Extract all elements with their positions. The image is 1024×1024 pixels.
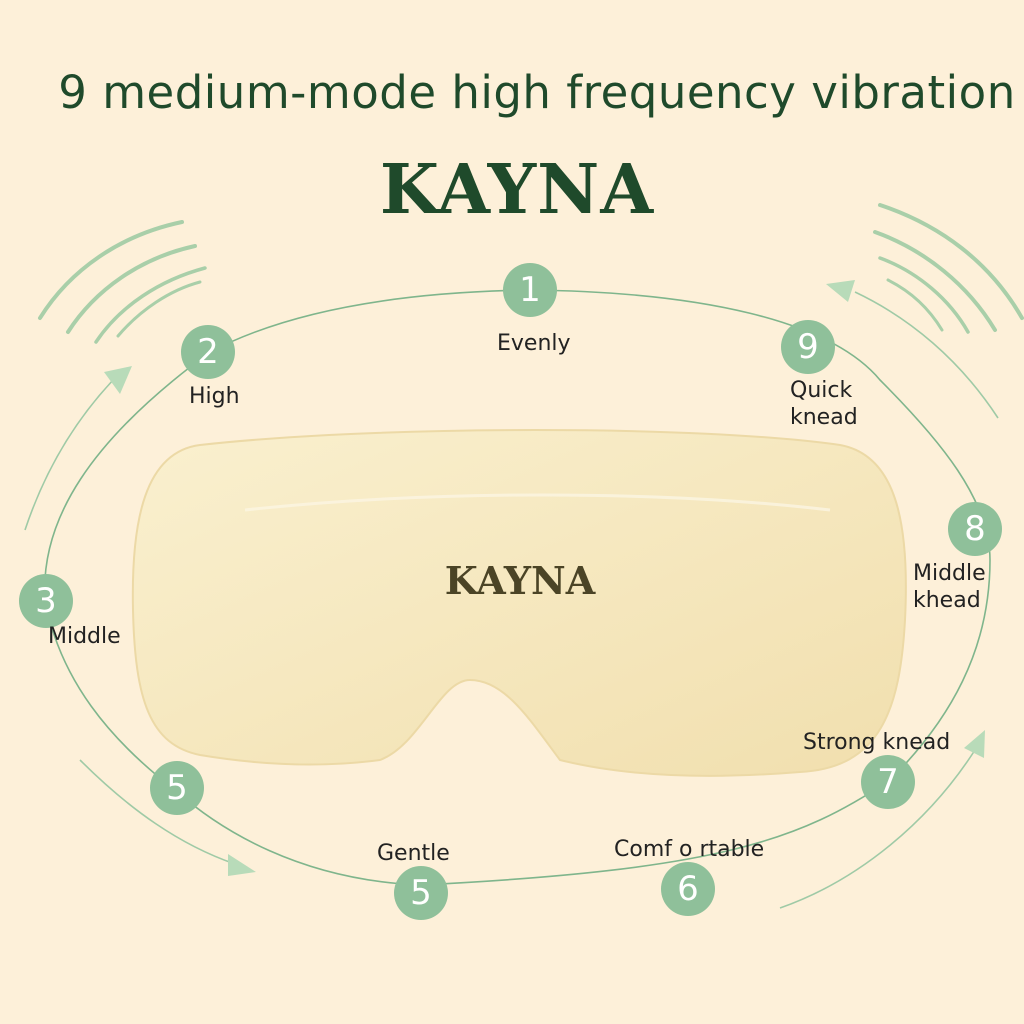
mode-badge-5-left: 5	[150, 761, 204, 815]
arrow-left-up	[24, 366, 132, 531]
mode-badge-5-bottom: 5	[394, 866, 448, 920]
mode-label-high: High	[189, 384, 240, 409]
arrow-bottom-left	[79, 759, 256, 876]
mode-label-comfortable: Comf o rtable	[614, 837, 765, 862]
arrow-top-right	[826, 280, 999, 419]
mode-badge-1: 1	[503, 263, 557, 317]
mode-label-strong-knead: Strong knead	[803, 730, 951, 755]
vibration-waves-right	[873, 203, 1024, 334]
vibration-waves-left	[38, 220, 207, 344]
mode-badge-7: 7	[861, 755, 915, 809]
mode-label-middle: Middle	[48, 624, 121, 649]
mode-label-middle-khead: Middle khead	[913, 561, 986, 613]
mask-brand-logo: KAYNA	[444, 558, 596, 603]
sleep-mask	[131, 429, 907, 777]
mode-badge-6: 6	[661, 862, 715, 916]
mode-badge-8: 8	[948, 502, 1002, 556]
mode-badge-2: 2	[181, 325, 235, 379]
mode-badge-3: 3	[19, 574, 73, 628]
mode-label-quick-knead: Quick knead	[790, 378, 858, 430]
arrow-bottom-right	[779, 730, 985, 909]
brand-title: KAYNA	[379, 150, 655, 230]
mode-label-gentle: Gentle	[377, 841, 450, 866]
mode-badge-9: 9	[781, 320, 835, 374]
headline: 9 medium-mode high frequency vibration	[58, 66, 1016, 119]
mode-label-evenly: Evenly	[497, 331, 571, 356]
orbit-line	[43, 289, 991, 886]
